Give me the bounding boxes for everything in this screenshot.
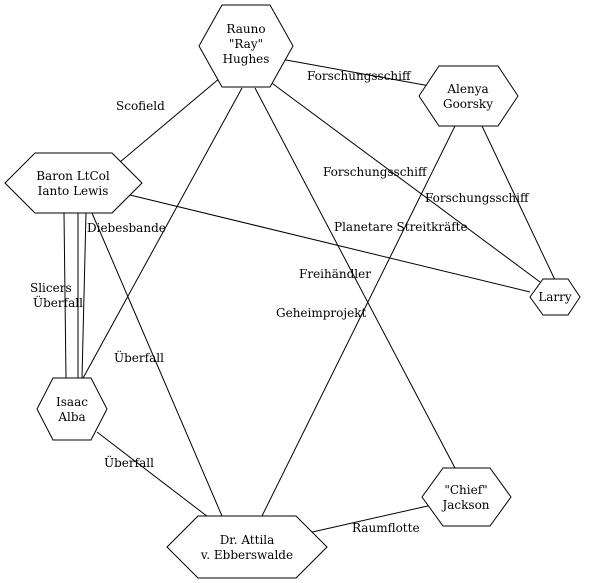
node-attila-hexagon: [166, 515, 328, 579]
node-isaac-label-1: Isaac: [56, 395, 88, 409]
edge-labels: Forschungsschiff Scofield Forschungsschi…: [30, 69, 530, 535]
edge-baron-attila: [91, 212, 223, 517]
node-chief[interactable]: "Chief" Jackson: [421, 467, 512, 527]
edge-label-alenya-larry: Forschungsschiff: [425, 191, 530, 205]
edge-label-baron-isaac-b-line2: Überfall: [33, 294, 83, 310]
edge-baron-isaac-a: [63, 212, 67, 379]
edge-baron-rauno: [119, 77, 221, 163]
edge-isaac-attila: [96, 431, 213, 521]
node-alenya-label-1: Alenya: [446, 82, 488, 96]
node-isaac-hexagon: [36, 377, 108, 441]
node-baron[interactable]: Baron LtCol Ianto Lewis: [4, 152, 143, 214]
node-rauno-hexagon: [198, 4, 294, 88]
node-larry-hexagon: [529, 278, 581, 316]
node-larry[interactable]: Larry: [529, 278, 581, 316]
node-chief-hexagon: [421, 467, 512, 527]
node-baron-label-2: Ianto Lewis: [38, 184, 109, 198]
edge-rauno-larry: [264, 77, 541, 283]
edge-label-isaac-attila: Überfall: [104, 454, 154, 470]
edge-baron-isaac-c: [81, 212, 87, 379]
node-rauno[interactable]: Rauno "Ray" Hughes: [198, 4, 294, 88]
edge-baron-larry: [129, 194, 531, 293]
edge-label-baron-isaac-b-line1: Slicers: [30, 281, 72, 295]
node-isaac[interactable]: Isaac Alba: [36, 377, 108, 441]
node-rauno-label-2: "Ray": [229, 37, 263, 51]
edge-label-alenya-attila: Geheimprojekt: [276, 306, 366, 320]
edges: [63, 57, 556, 534]
edge-rauno-isaac: [81, 87, 243, 381]
edge-label-baron-rauno: Scofield: [116, 99, 165, 113]
edge-rauno-alenya: [274, 57, 431, 87]
edge-alenya-attila: [261, 125, 456, 517]
node-attila-label-1: Dr. Attila: [220, 533, 275, 547]
edge-label-chief-attila: Raumflotte: [352, 521, 420, 535]
node-isaac-label-2: Alba: [57, 410, 85, 424]
node-alenya[interactable]: Alenya Goorsky: [418, 65, 519, 127]
node-rauno-label-1: Rauno: [226, 22, 265, 36]
node-attila-label-2: v. Ebberswalde: [200, 548, 293, 562]
node-chief-label-2: Jackson: [440, 498, 489, 512]
node-attila[interactable]: Dr. Attila v. Ebberswalde: [166, 515, 328, 579]
edge-label-baron-isaac-a: Diebesbande: [87, 221, 166, 235]
edge-chief-attila: [307, 504, 433, 534]
node-alenya-hexagon: [418, 65, 519, 127]
node-larry-label-1: Larry: [538, 290, 572, 304]
node-baron-hexagon: [4, 152, 143, 214]
node-alenya-label-2: Goorsky: [443, 97, 493, 111]
edge-label-rauno-chief: Freihändler: [299, 267, 371, 281]
node-baron-label-1: Baron LtCol: [36, 169, 110, 183]
node-rauno-label-3: Hughes: [223, 52, 270, 66]
edge-label-rauno-larry: Forschungsschiff: [323, 165, 428, 179]
edge-label-rauno-isaac: Überfall: [114, 349, 164, 365]
node-chief-label-1: "Chief": [444, 483, 487, 497]
edge-label-rauno-alenya: Forschungsschiff: [307, 69, 412, 83]
edge-alenya-larry: [481, 125, 556, 281]
edge-label-baron-larry: Planetare Streitkräfte: [334, 220, 468, 234]
edge-rauno-chief: [254, 87, 456, 469]
